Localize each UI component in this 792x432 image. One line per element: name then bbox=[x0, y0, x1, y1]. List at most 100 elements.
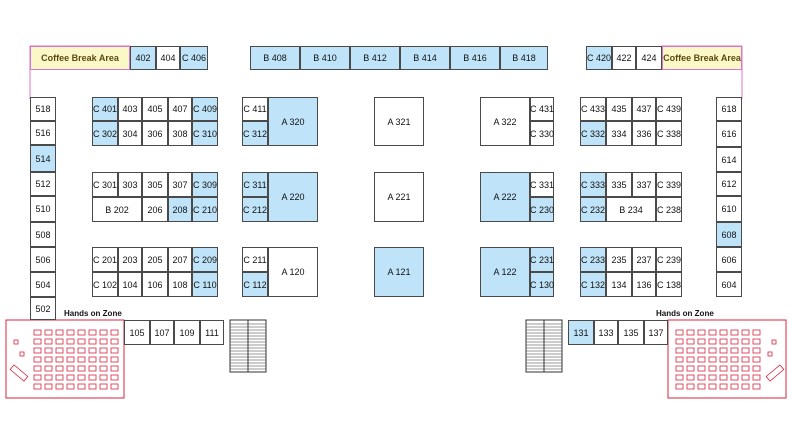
booth-a322[interactable]: A 322 bbox=[480, 97, 530, 146]
booth-136[interactable]: 136 bbox=[632, 272, 656, 297]
booth-306[interactable]: 306 bbox=[142, 121, 168, 146]
booth-337[interactable]: 337 bbox=[632, 172, 656, 197]
booth-437[interactable]: 437 bbox=[632, 97, 656, 121]
booth-c301[interactable]: C 301 bbox=[92, 172, 118, 197]
booth-b234[interactable]: B 234 bbox=[606, 197, 656, 222]
booth-c112[interactable]: C 112 bbox=[242, 272, 268, 297]
booth-c332[interactable]: C 332 bbox=[580, 121, 606, 146]
booth-405[interactable]: 405 bbox=[142, 97, 168, 121]
booth-512[interactable]: 512 bbox=[30, 172, 56, 196]
booth-c231[interactable]: C 231 bbox=[530, 247, 554, 272]
booth-424[interactable]: 424 bbox=[636, 46, 662, 70]
booth-c311[interactable]: C 311 bbox=[242, 172, 268, 197]
booth-407[interactable]: 407 bbox=[168, 97, 192, 121]
booth-208[interactable]: 208 bbox=[168, 197, 192, 222]
booth-c433[interactable]: C 433 bbox=[580, 97, 606, 121]
booth-c338[interactable]: C 338 bbox=[656, 121, 682, 146]
booth-205[interactable]: 205 bbox=[142, 247, 168, 272]
booth-504[interactable]: 504 bbox=[30, 272, 56, 297]
booth-c211[interactable]: C 211 bbox=[242, 247, 268, 272]
booth-c210[interactable]: C 210 bbox=[192, 197, 218, 222]
booth-c406[interactable]: C 406 bbox=[180, 46, 208, 70]
booth-308[interactable]: 308 bbox=[168, 121, 192, 146]
booth-c302[interactable]: C 302 bbox=[92, 121, 118, 146]
booth-b410[interactable]: B 410 bbox=[300, 46, 350, 70]
booth-104[interactable]: 104 bbox=[118, 272, 142, 297]
booth-b202[interactable]: B 202 bbox=[92, 197, 142, 222]
booth-111[interactable]: 111 bbox=[200, 320, 224, 345]
booth-235[interactable]: 235 bbox=[606, 247, 632, 272]
booth-514[interactable]: 514 bbox=[30, 145, 56, 172]
booth-b416[interactable]: B 416 bbox=[450, 46, 500, 70]
booth-c309[interactable]: C 309 bbox=[192, 172, 218, 197]
booth-610[interactable]: 610 bbox=[716, 196, 742, 222]
booth-c312[interactable]: C 312 bbox=[242, 121, 268, 146]
booth-c310[interactable]: C 310 bbox=[192, 121, 218, 146]
booth-a122[interactable]: A 122 bbox=[480, 247, 530, 297]
booth-616[interactable]: 616 bbox=[716, 121, 742, 147]
booth-c130[interactable]: C 130 bbox=[530, 272, 554, 297]
booth-303[interactable]: 303 bbox=[118, 172, 142, 197]
booth-435[interactable]: 435 bbox=[606, 97, 632, 121]
booth-403[interactable]: 403 bbox=[118, 97, 142, 121]
booth-b412[interactable]: B 412 bbox=[350, 46, 400, 70]
booth-307[interactable]: 307 bbox=[168, 172, 192, 197]
booth-106[interactable]: 106 bbox=[142, 272, 168, 297]
booth-c138[interactable]: C 138 bbox=[656, 272, 682, 297]
booth-c233[interactable]: C 233 bbox=[580, 247, 606, 272]
booth-a320[interactable]: A 320 bbox=[268, 97, 318, 146]
booth-c102[interactable]: C 102 bbox=[92, 272, 118, 297]
booth-109[interactable]: 109 bbox=[174, 320, 200, 345]
booth-c409[interactable]: C 409 bbox=[192, 97, 218, 121]
booth-612[interactable]: 612 bbox=[716, 172, 742, 196]
booth-c209[interactable]: C 209 bbox=[192, 247, 218, 272]
booth-402[interactable]: 402 bbox=[130, 46, 156, 70]
booth-c201[interactable]: C 201 bbox=[92, 247, 118, 272]
booth-334[interactable]: 334 bbox=[606, 121, 632, 146]
booth-c439[interactable]: C 439 bbox=[656, 97, 682, 121]
booth-c420[interactable]: C 420 bbox=[586, 46, 612, 70]
booth-237[interactable]: 237 bbox=[632, 247, 656, 272]
booth-b414[interactable]: B 414 bbox=[400, 46, 450, 70]
booth-608[interactable]: 608 bbox=[716, 222, 742, 247]
booth-c238[interactable]: C 238 bbox=[656, 197, 682, 222]
booth-a321[interactable]: A 321 bbox=[374, 97, 424, 146]
booth-c110[interactable]: C 110 bbox=[192, 272, 218, 297]
booth-203[interactable]: 203 bbox=[118, 247, 142, 272]
booth-b418[interactable]: B 418 bbox=[500, 46, 548, 70]
booth-107[interactable]: 107 bbox=[150, 320, 174, 345]
booth-516[interactable]: 516 bbox=[30, 121, 56, 145]
booth-c331[interactable]: C 331 bbox=[530, 172, 554, 197]
booth-c232[interactable]: C 232 bbox=[580, 197, 606, 222]
booth-a120[interactable]: A 120 bbox=[268, 247, 318, 297]
booth-c132[interactable]: C 132 bbox=[580, 272, 606, 297]
booth-c330[interactable]: C 330 bbox=[530, 121, 554, 146]
booth-a222[interactable]: A 222 bbox=[480, 172, 530, 222]
booth-304[interactable]: 304 bbox=[118, 121, 142, 146]
booth-a221[interactable]: A 221 bbox=[374, 172, 424, 222]
booth-c401[interactable]: C 401 bbox=[92, 97, 118, 121]
booth-606[interactable]: 606 bbox=[716, 247, 742, 272]
booth-422[interactable]: 422 bbox=[612, 46, 636, 70]
booth-206[interactable]: 206 bbox=[142, 197, 168, 222]
booth-a220[interactable]: A 220 bbox=[268, 172, 318, 222]
booth-502[interactable]: 502 bbox=[30, 297, 56, 320]
booth-404[interactable]: 404 bbox=[156, 46, 180, 70]
booth-508[interactable]: 508 bbox=[30, 222, 56, 247]
booth-c431[interactable]: C 431 bbox=[530, 97, 554, 121]
booth-618[interactable]: 618 bbox=[716, 97, 742, 121]
booth-135[interactable]: 135 bbox=[618, 320, 644, 345]
booth-518[interactable]: 518 bbox=[30, 97, 56, 121]
booth-108[interactable]: 108 bbox=[168, 272, 192, 297]
booth-336[interactable]: 336 bbox=[632, 121, 656, 146]
booth-614[interactable]: 614 bbox=[716, 147, 742, 172]
booth-c239[interactable]: C 239 bbox=[656, 247, 682, 272]
booth-c411[interactable]: C 411 bbox=[242, 97, 268, 121]
booth-105[interactable]: 105 bbox=[124, 320, 150, 345]
booth-133[interactable]: 133 bbox=[594, 320, 618, 345]
booth-137[interactable]: 137 bbox=[644, 320, 668, 345]
booth-b408[interactable]: B 408 bbox=[250, 46, 300, 70]
booth-a121[interactable]: A 121 bbox=[374, 247, 424, 297]
booth-506[interactable]: 506 bbox=[30, 247, 56, 272]
booth-510[interactable]: 510 bbox=[30, 196, 56, 222]
